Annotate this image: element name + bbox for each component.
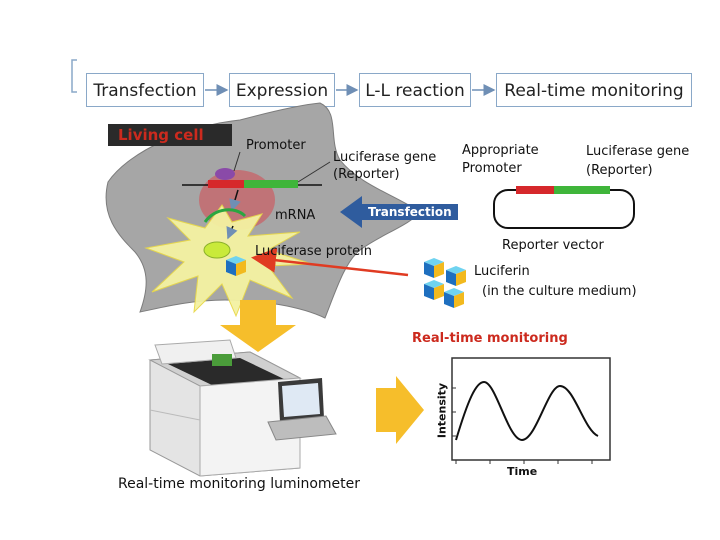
transcription-arrow	[229, 189, 241, 212]
vector-promoter-segment	[516, 186, 554, 194]
luciferin-entry-arrow	[251, 247, 409, 277]
laptop	[267, 378, 337, 441]
luciferin-label: Luciferin	[474, 264, 530, 279]
reporter-vector-label: Reporter vector	[502, 238, 604, 253]
x-ticks	[455, 460, 593, 464]
luciferase-gene-label-line2: (Reporter)	[333, 167, 400, 182]
vector-promoter-label-line1: Appropriate	[462, 143, 539, 158]
down-arrow	[220, 300, 296, 352]
promoter-leader	[233, 151, 241, 172]
intensity-plot	[451, 357, 611, 464]
right-arrow	[376, 376, 424, 444]
vector-promoter-label-line2: Promoter	[462, 161, 522, 176]
transfection-arrow-label: Transfection	[368, 205, 452, 219]
luminometer-device	[148, 339, 302, 477]
mrna-label: mRNA	[275, 208, 316, 223]
plot-xlabel: Time	[507, 465, 538, 478]
mrna-strand	[203, 208, 247, 223]
vector-gene-label-line1: Luciferase gene	[586, 144, 690, 159]
luciferase-gene-label-line1: Luciferase gene	[333, 150, 437, 165]
luciferase-gene-segment	[244, 180, 298, 188]
intensity-curve	[455, 380, 599, 442]
vector-gene-segment	[554, 186, 610, 194]
culture-medium-label: (in the culture medium)	[482, 284, 637, 299]
transcription-factor	[215, 168, 235, 180]
living-cell-title: Living cell	[108, 124, 232, 146]
luciferin-in-cell	[226, 256, 246, 276]
y-ticks	[452, 387, 456, 437]
reporter-vector-ring	[493, 189, 635, 229]
monitoring-title: Real-time monitoring	[412, 331, 568, 346]
bracket-mark	[71, 59, 77, 93]
gene-leader	[297, 161, 331, 183]
luminometer-caption: Real-time monitoring luminometer	[118, 476, 361, 492]
step-transfection: Transfection	[86, 73, 204, 107]
luciferin-cubes	[424, 258, 466, 308]
promoter-segment	[208, 180, 244, 188]
vector-gene-label-line2: (Reporter)	[586, 163, 653, 178]
step-expression: Expression	[229, 73, 335, 107]
transfection-arrow	[340, 196, 458, 228]
translation-arrow	[226, 225, 238, 240]
step-ll-reaction: L-L reaction	[359, 73, 471, 107]
plot-ylabel: Intensity	[435, 382, 449, 439]
promoter-label: Promoter	[246, 138, 306, 153]
step-realtime-monitoring: Real-time monitoring	[496, 73, 692, 107]
luciferase-protein	[203, 241, 231, 259]
luciferase-protein-label: Luciferase protein	[255, 244, 373, 259]
